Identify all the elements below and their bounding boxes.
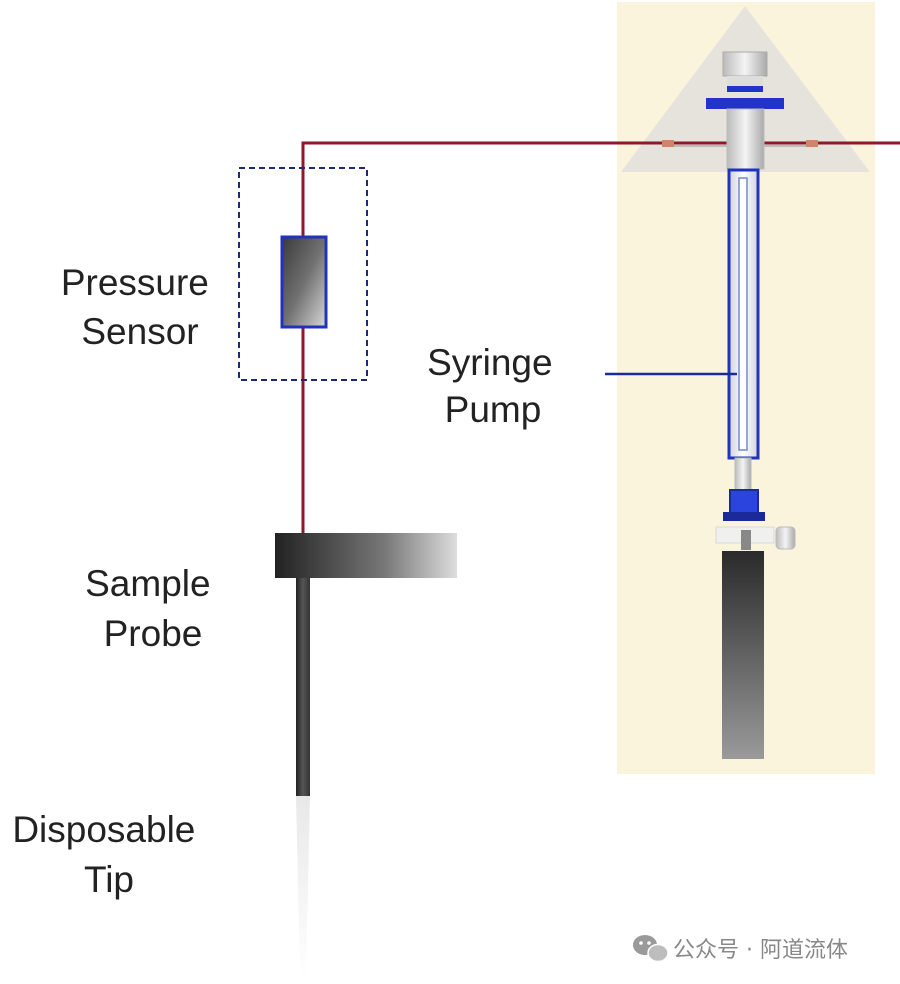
pump-knob (775, 526, 796, 550)
syringe-plunger-clamp (729, 489, 759, 517)
disposable-tip (296, 796, 310, 978)
pressure-sensor-label: Pressure Sensor (61, 262, 219, 352)
pump-top-neck (727, 76, 763, 86)
syringe-inner-tube (738, 177, 748, 451)
pump-valve-body (726, 108, 765, 170)
tubing-fitting-left (662, 140, 674, 147)
wechat-icon (633, 935, 669, 963)
syringe-pump-label: Syringe Pump (427, 342, 563, 430)
pressure-sensor (280, 235, 328, 329)
watermark-text: 公众号 · 阿道流体 (673, 938, 848, 963)
tubing-line (301, 141, 900, 533)
syringe-plunger-base (723, 512, 765, 521)
pump-blue-flange (706, 98, 784, 109)
disposable-tip-label: Disposable Tip (12, 809, 205, 900)
pump-drive-rod (722, 551, 764, 759)
syringe-plunger-stem (734, 457, 752, 491)
sample-probe-label: Sample Probe (85, 563, 221, 654)
sample-probe-manifold (275, 533, 457, 578)
pump-blue-band (727, 86, 763, 92)
tubing-fitting-right (806, 140, 818, 147)
sample-probe-shaft (296, 578, 310, 796)
pressure-sensor-outline (238, 167, 368, 381)
pump-top-cap (722, 51, 768, 77)
pump-carriage-center (741, 530, 751, 550)
